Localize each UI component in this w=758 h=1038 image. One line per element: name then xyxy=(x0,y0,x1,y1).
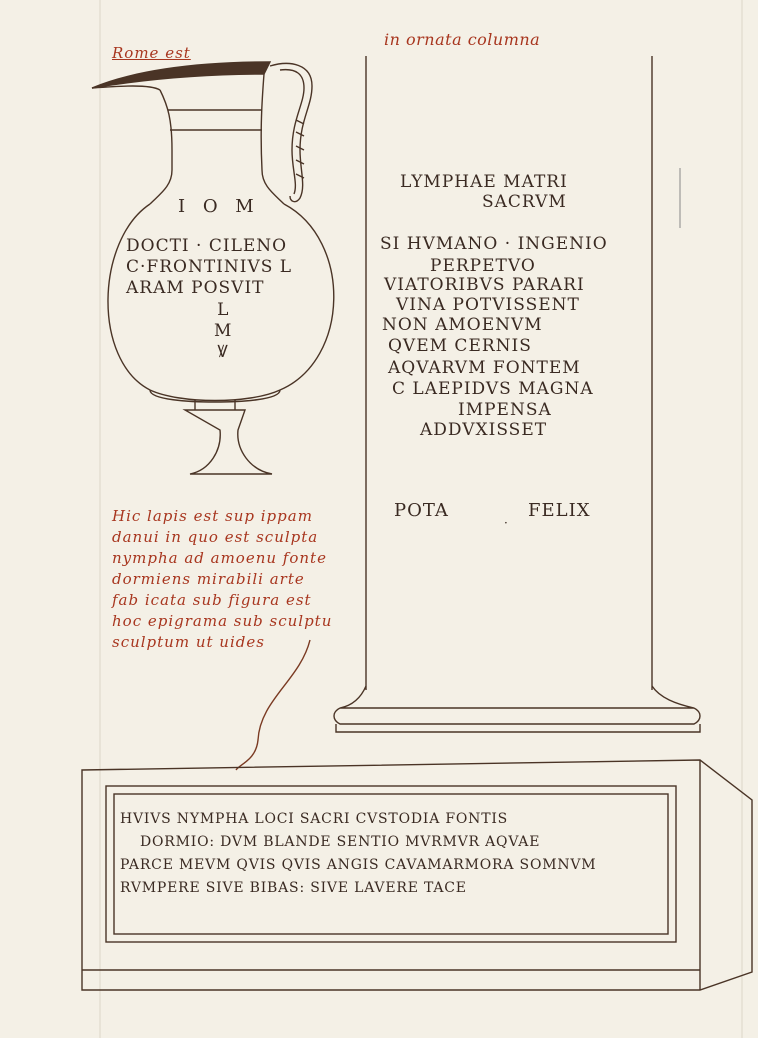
base-line: DORMIO: DVM BLANDE SENTIO MVRMVR AQVAE xyxy=(140,834,541,850)
base-block-drawing xyxy=(81,759,753,991)
base-inscription: HVIVS NYMPHA LOCI SACRI CVSTODIA FONTIS … xyxy=(120,808,596,900)
column-line: NON AMOENVM xyxy=(382,315,543,335)
column-line: ADDVXISSET xyxy=(420,420,548,440)
vase-inscription-text: DOCTI · CILENO C·FRONTINIVS L ARAM POSVI… xyxy=(126,236,292,299)
column-heading-1: LYMPHAE MATRI xyxy=(400,172,568,192)
base-line: RVMPERE SIVE BIBAS: SIVE LAVERE TACE xyxy=(120,880,467,896)
vase-vertical-letter: Ꝟ xyxy=(217,342,229,362)
marginal-note-line: danui in quo est sculpta xyxy=(112,528,319,546)
column-footer-right: FELIX xyxy=(528,500,591,521)
column-drawing xyxy=(333,56,701,733)
column-line: SI HVMANO · INGENIO xyxy=(380,234,608,254)
marginal-note-line: hoc epigrama sub sculptu xyxy=(112,612,333,630)
interpunct-dot: · xyxy=(504,516,509,530)
column-line: IMPENSA xyxy=(458,400,552,420)
column-line: C LAEPIDVS MAGNA xyxy=(392,379,594,399)
marginal-note-line: fab icata sub figura est xyxy=(112,591,312,609)
vase-line: C·FRONTINIVS L xyxy=(126,257,293,277)
base-line: PARCE MEVM QVIS QVIS ANGIS CAVAMARMORA S… xyxy=(120,857,597,873)
vase-line: DOCTI · CILENO xyxy=(126,236,288,256)
annotation-rome: Rome est xyxy=(112,44,191,62)
marginal-note: Hic lapis est sup ippam danui in quo est… xyxy=(112,506,332,653)
ewer-drawing xyxy=(91,61,335,475)
vase-vertical-letter: M xyxy=(214,321,233,341)
marginal-note-line: Hic lapis est sup ippam xyxy=(112,507,313,525)
column-line: AQVARVM FONTEM xyxy=(388,358,581,378)
vase-inscription-top: I O M xyxy=(178,196,260,217)
marginal-note-line: dormiens mirabili arte xyxy=(112,570,305,588)
marginal-note-line: nympha ad amoenu fonte xyxy=(112,549,327,567)
vase-vertical-letters: L M Ꝟ xyxy=(214,300,232,363)
column-heading-2: SACRVM xyxy=(482,192,567,212)
vase-vertical-letter: L xyxy=(217,300,230,320)
annotation-column-title: in ornata columna xyxy=(384,30,541,49)
marginal-note-line: sculptum ut uides xyxy=(112,633,265,651)
column-line: VINA POTVISSENT xyxy=(396,295,580,315)
column-line: PERPETVO xyxy=(430,256,536,276)
column-line: QVEM CERNIS xyxy=(388,336,532,356)
connector-line xyxy=(235,639,311,771)
base-line: HVIVS NYMPHA LOCI SACRI CVSTODIA FONTIS xyxy=(120,811,509,827)
column-footer-left: POTA xyxy=(394,500,449,521)
vase-line: ARAM POSVIT xyxy=(126,278,265,298)
column-line: VIATORIBVS PARARI xyxy=(384,275,585,295)
